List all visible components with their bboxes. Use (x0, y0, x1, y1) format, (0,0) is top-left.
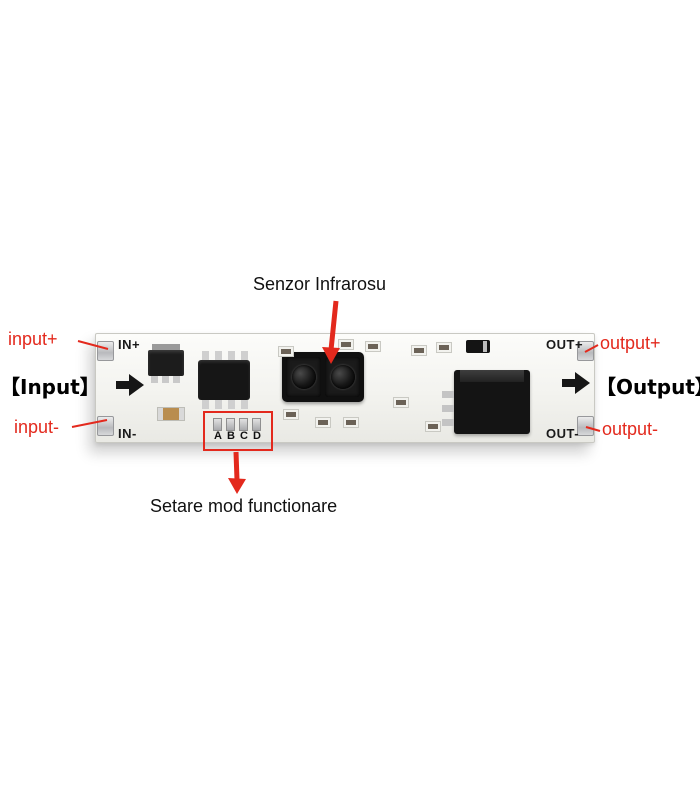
silk-label-in-plus: IN+ (118, 337, 141, 352)
ic-pin (228, 400, 235, 409)
smd-component (279, 347, 293, 356)
ic-pin (442, 419, 454, 426)
output-plus-label: output+ (600, 333, 661, 353)
ic-pin (202, 351, 209, 360)
ic-pin (173, 376, 180, 383)
smd-component (426, 422, 440, 431)
mode-pad-d (252, 418, 261, 431)
ic-pin (241, 351, 248, 360)
mode-arrow-head-icon (228, 478, 246, 494)
mosfet-chip (442, 370, 530, 434)
mode-arrow-shaft (233, 451, 240, 481)
output-direction-arrow-icon (562, 372, 592, 394)
mode-pad-a (213, 418, 222, 431)
mode-pin-label-d: D (253, 430, 261, 442)
pcb-board: IN+ IN- OUT+ OUT- (95, 333, 595, 443)
silk-label-out-plus: OUT+ (546, 337, 584, 352)
diode-component (466, 340, 490, 353)
ic-pin (215, 351, 222, 360)
ir-receiver-housing (325, 357, 360, 397)
smd-component (366, 342, 380, 351)
solder-pad-out-minus (577, 416, 594, 436)
ic-pin (215, 400, 222, 409)
ir-emitter-housing (286, 357, 321, 397)
infrared-sensor (282, 352, 364, 402)
mode-pin-label-a: A (214, 430, 222, 442)
ic-pin (202, 400, 209, 409)
output-minus-label: output- (602, 419, 659, 439)
diode-band (483, 341, 487, 352)
ir-emitter-lens (291, 365, 316, 389)
smd-component (316, 418, 330, 427)
silk-label-in-minus: IN- (118, 426, 137, 441)
input-bracket-label: 【Input】 (0, 375, 100, 399)
ic-pin (162, 376, 169, 383)
mode-pad-c (239, 418, 248, 431)
mode-annotation-label: Setare mod functionare (150, 496, 338, 516)
ic-pin (442, 405, 454, 412)
silk-label-out-minus: OUT- (546, 426, 580, 441)
resistor-component (158, 408, 184, 420)
ic-pin (442, 391, 454, 398)
ic-pin (228, 351, 235, 360)
sensor-annotation-label: Senzor Infrarosu (253, 274, 387, 294)
regulator-tab (152, 344, 180, 350)
smd-component (344, 418, 358, 427)
mode-pin-label-c: C (240, 430, 248, 442)
controller-ic-chip (198, 351, 250, 409)
input-direction-arrow-icon (116, 374, 146, 396)
smd-component (412, 346, 426, 355)
mosfet-tab (460, 370, 524, 382)
smd-component (284, 410, 298, 419)
smd-component (394, 398, 408, 407)
mode-selection-box (203, 411, 273, 451)
ic-pin (241, 400, 248, 409)
solder-pad-in-plus (97, 341, 114, 361)
voltage-regulator-chip (148, 344, 184, 383)
mode-pad-b (226, 418, 235, 431)
output-bracket-label: 【Output】 (596, 375, 700, 399)
mode-pin-label-b: B (227, 430, 235, 442)
solder-pad-in-minus (97, 416, 114, 436)
smd-component (437, 343, 451, 352)
ir-receiver-lens (330, 365, 355, 389)
ic-pin (151, 376, 158, 383)
input-minus-label: input- (14, 417, 60, 437)
input-plus-label: input+ (8, 329, 58, 349)
smd-component (339, 340, 353, 349)
